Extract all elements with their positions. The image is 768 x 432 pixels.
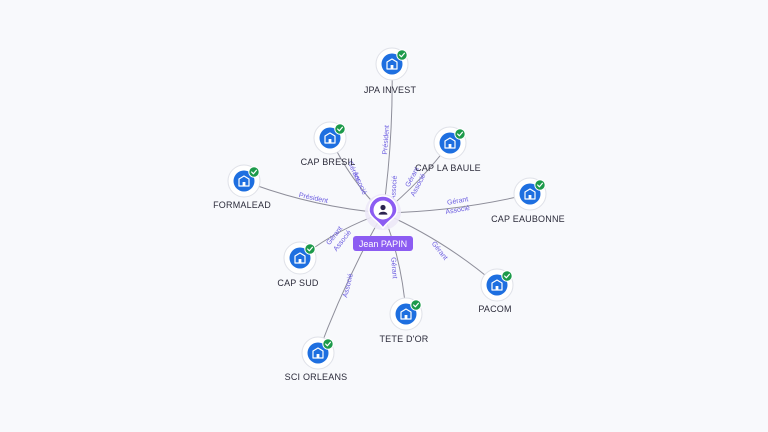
company-node-cap-la-baule[interactable]: CAP LA BAULE bbox=[415, 126, 481, 173]
company-name-label: CAP SUD bbox=[277, 278, 319, 288]
check-badge-icon bbox=[304, 243, 316, 255]
edge-role-label: Associé bbox=[390, 175, 399, 200]
edge-role-label: Gérant bbox=[430, 240, 449, 261]
building-icon bbox=[386, 58, 398, 70]
check-badge-icon bbox=[322, 338, 334, 350]
company-node-cap-eaubonne[interactable]: CAP EAUBONNE bbox=[491, 177, 565, 224]
check-badge-icon bbox=[334, 123, 346, 135]
company-name-label: TETE D'OR bbox=[379, 334, 428, 344]
company-nodes-layer: JPA INVEST CAP BRESIL CAP LA BAULE FORMALEA… bbox=[213, 47, 565, 382]
check-badge-icon bbox=[248, 166, 260, 178]
building-icon bbox=[491, 279, 503, 291]
building-icon bbox=[400, 308, 412, 320]
building-icon bbox=[238, 175, 250, 187]
person-icon bbox=[378, 204, 388, 215]
company-name-label: FORMALEAD bbox=[213, 200, 271, 210]
building-icon bbox=[524, 188, 536, 200]
company-node-cap-sud[interactable]: CAP SUD bbox=[277, 241, 319, 288]
edge-role-label: Associé bbox=[445, 205, 470, 216]
check-badge-icon bbox=[396, 49, 408, 61]
company-name-label: CAP EAUBONNE bbox=[491, 214, 565, 224]
company-name-label: PACOM bbox=[478, 304, 511, 314]
company-node-tete-d-or[interactable]: TETE D'OR bbox=[379, 297, 429, 344]
edge-role-label: Président bbox=[298, 192, 328, 205]
edge-role-label: Associé bbox=[342, 273, 355, 299]
company-node-cap-bresil[interactable]: CAP BRESIL bbox=[301, 121, 356, 167]
edge-role-label: Gérant bbox=[389, 257, 397, 279]
center-name-badge bbox=[353, 236, 413, 251]
company-node-formalead[interactable]: FORMALEAD bbox=[213, 164, 271, 210]
check-badge-icon bbox=[410, 299, 422, 311]
building-icon bbox=[324, 132, 336, 144]
building-icon bbox=[444, 137, 456, 149]
check-badge-icon bbox=[534, 179, 546, 191]
center-person-name: Jean PAPIN bbox=[359, 239, 407, 249]
company-name-label: CAP LA BAULE bbox=[415, 163, 481, 173]
check-badge-icon bbox=[454, 128, 466, 140]
company-name-label: JPA INVEST bbox=[364, 85, 417, 95]
edge-sci-orleans bbox=[317, 212, 384, 354]
edge-role-label: Associé bbox=[351, 171, 367, 196]
company-node-pacom[interactable]: PACOM bbox=[478, 268, 514, 314]
check-badge-icon bbox=[501, 270, 513, 282]
company-name-label: CAP BRESIL bbox=[301, 157, 356, 167]
center-person-node[interactable]: Jean PAPIN bbox=[353, 194, 413, 251]
building-icon bbox=[294, 252, 306, 264]
company-node-sci-orleans[interactable]: SCI ORLEANS bbox=[285, 336, 348, 382]
edge-role-label: Président bbox=[382, 125, 391, 155]
building-icon bbox=[312, 347, 324, 359]
edge-role-label: Gérant bbox=[447, 196, 469, 207]
company-name-label: SCI ORLEANS bbox=[285, 372, 348, 382]
company-node-jpa-invest[interactable]: JPA INVEST bbox=[364, 47, 417, 95]
